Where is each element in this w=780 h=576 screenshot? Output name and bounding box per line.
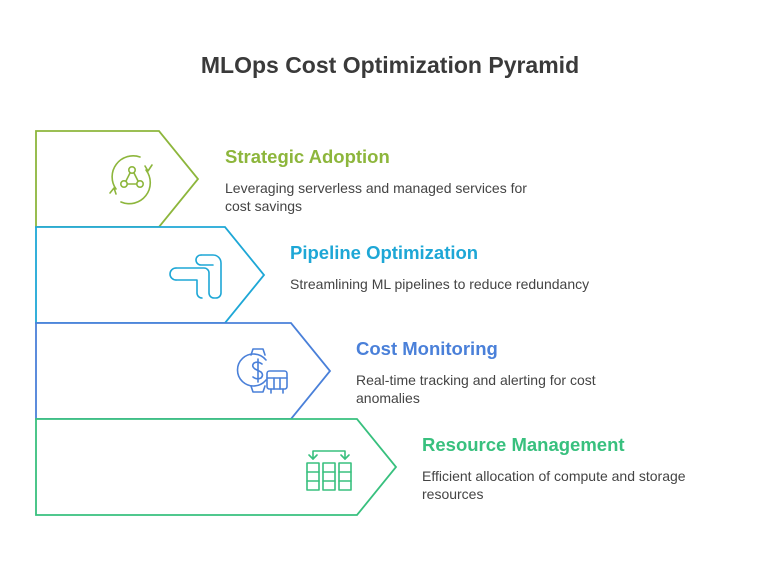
level-shape-cost-monitoring xyxy=(35,322,332,420)
level-cost-monitoring xyxy=(35,322,332,420)
resource-allocation-icon xyxy=(306,450,352,491)
level-resource-management xyxy=(35,418,398,516)
cost-monitor-icon xyxy=(236,348,288,394)
level-pipeline-optimization xyxy=(35,226,266,324)
level-title: Pipeline Optimization xyxy=(290,242,479,263)
level-title: Cost Monitoring xyxy=(356,338,498,359)
level-text-cost-monitoring: Cost Monitoring Real-time tracking and a… xyxy=(356,338,636,407)
level-text-resource-management: Resource Management Efficient allocation… xyxy=(422,434,722,503)
level-text-strategic-adoption: Strategic Adoption Leveraging serverless… xyxy=(225,146,530,215)
level-shape-resource-management xyxy=(35,418,398,516)
diagram-title: MLOps Cost Optimization Pyramid xyxy=(200,52,580,78)
level-title: Strategic Adoption xyxy=(225,146,390,167)
level-text-pipeline-optimization: Pipeline Optimization Streamlining ML pi… xyxy=(290,242,589,293)
level-shape-strategic-adoption xyxy=(35,130,200,228)
level-title: Resource Management xyxy=(422,434,625,455)
level-description: Efficient allocation of compute and stor… xyxy=(422,468,686,502)
level-description: Real-time tracking and alerting for cost… xyxy=(356,372,596,406)
level-description: Streamlining ML pipelines to reduce redu… xyxy=(290,276,590,292)
level-shape-pipeline-optimization xyxy=(35,226,266,324)
level-description: Leveraging serverless and managed servic… xyxy=(225,180,527,214)
pipeline-icon xyxy=(169,254,222,299)
cycle-network-icon xyxy=(109,155,153,205)
level-strategic-adoption xyxy=(35,130,200,228)
